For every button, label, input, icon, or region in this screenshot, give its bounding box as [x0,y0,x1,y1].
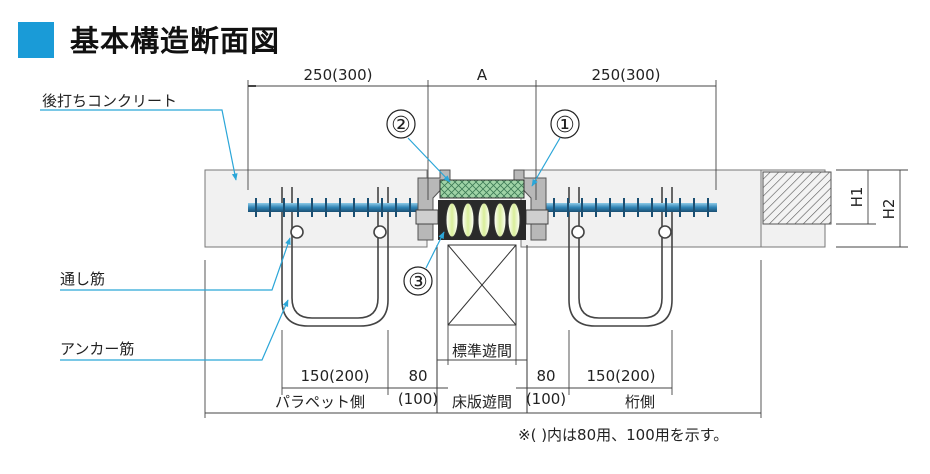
gap-box [436,244,528,413]
callout-2 [386,109,416,139]
seal-cover [439,179,525,199]
callout-1-text: ① [555,113,575,138]
dim-standard-gap: 標準遊間 [452,342,512,360]
bolt-left [415,209,439,225]
dim-bottom-left-anchor: 150(200) [301,367,370,385]
dimension-lines [204,80,908,418]
label-girder-side: 桁側 [625,393,655,411]
dim-top-left: 250(300) [304,66,373,84]
dim-bottom-left-gap: 80 [408,367,427,385]
label-anchor-rebar: アンカー筋 [60,340,134,358]
dim-floor-gap: 床版遊間 [452,393,512,411]
callout-circles [386,109,580,296]
dim-h1: H1 [848,187,866,208]
dim-bottom-right-gap: 80 [536,367,555,385]
text-labels: 後打ちコンクリート 通し筋 アンカー筋 ① ② ③ 250(300) A 250… [42,66,898,444]
dim-bottom-right-gap-alt: (100) [526,390,566,408]
label-parapet-side: パラペット側 [275,393,365,411]
label-concrete: 後打ちコンクリート [42,92,177,110]
leader-lines [40,109,561,361]
dim-bottom-left-gap-alt: (100) [398,390,438,408]
dim-top-right: 250(300) [592,66,661,84]
bellows [445,202,521,238]
callout-1 [550,109,580,139]
dim-bottom-right-anchor: 150(200) [587,367,656,385]
label-through-rebar: 通し筋 [60,270,105,288]
page-title: 基本構造断面図 [70,24,281,58]
callout-3-text: ③ [408,270,428,295]
anchor-rebar [281,187,673,327]
joint-assembly [415,169,549,241]
callout-3 [403,266,433,296]
callout-2-text: ② [391,113,411,138]
note-text: ※( )内は80用、100用を示す。 [518,426,728,444]
title-marker [18,22,54,58]
existing-slab-hatch [762,171,832,225]
bolt-right [525,209,549,225]
dim-h2: H2 [880,199,898,220]
dim-top-center: A [477,66,488,84]
